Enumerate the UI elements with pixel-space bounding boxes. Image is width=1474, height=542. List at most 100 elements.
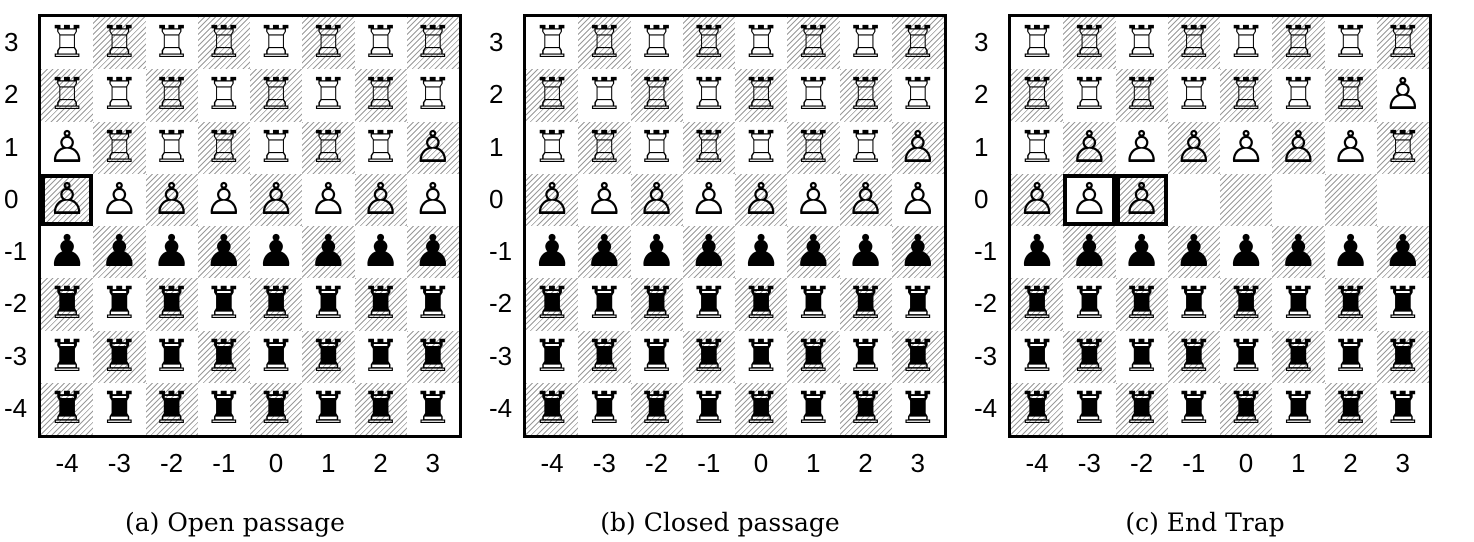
black-rook-icon: ♜ xyxy=(99,382,140,434)
white-pawn-icon: ♙ xyxy=(308,173,349,225)
white-rook-icon: ♖ xyxy=(1174,69,1214,121)
file-label: 0 xyxy=(1238,448,1254,478)
black-pawn-icon: ♟ xyxy=(308,226,349,278)
black-rook-icon: ♜ xyxy=(308,330,349,382)
board-square: ♖ xyxy=(735,17,788,70)
black-pawn-icon: ♟ xyxy=(898,226,938,278)
black-rook-icon: ♜ xyxy=(793,278,834,330)
board-square: ♟ xyxy=(578,226,631,279)
board-square: ♜ xyxy=(839,330,892,383)
white-pawn-icon: ♙ xyxy=(898,173,938,225)
board-square: ♖ xyxy=(93,69,146,122)
board-square: ♟ xyxy=(526,226,579,279)
black-rook-icon: ♜ xyxy=(360,382,401,434)
rank-label: -2 xyxy=(974,288,998,319)
black-pawn-icon: ♟ xyxy=(1017,226,1057,278)
board-square: ♖ xyxy=(354,121,407,174)
board-square xyxy=(1220,173,1273,226)
white-pawn-icon: ♙ xyxy=(741,173,781,225)
board-square: ♟ xyxy=(682,226,735,279)
board-square: ♖ xyxy=(145,69,198,122)
board-square: ♖ xyxy=(93,17,146,70)
rank-label: 1 xyxy=(4,131,19,162)
white-pawn-icon: ♙ xyxy=(1121,121,1162,173)
file-label: 2 xyxy=(373,448,388,478)
black-rook-icon: ♜ xyxy=(532,330,572,382)
black-pawn-icon: ♟ xyxy=(532,226,572,278)
white-pawn-icon: ♙ xyxy=(1383,69,1423,121)
black-rook-icon: ♜ xyxy=(1069,382,1110,434)
board-square: ♙ xyxy=(1063,121,1116,174)
board-square: ♜ xyxy=(630,278,683,331)
black-rook-icon: ♜ xyxy=(1226,330,1266,382)
board-square: ♖ xyxy=(250,69,303,122)
black-pawn-icon: ♟ xyxy=(741,226,781,278)
file-label: 0 xyxy=(753,448,769,478)
board-square: ♜ xyxy=(302,330,355,383)
white-pawn-icon: ♙ xyxy=(898,121,938,173)
rank-label: -2 xyxy=(4,288,28,319)
file-label: -4 xyxy=(55,448,79,478)
board-square: ♜ xyxy=(145,382,198,435)
board-square: ♙ xyxy=(1011,173,1064,226)
board-square: ♙ xyxy=(735,173,788,226)
white-pawn-icon: ♙ xyxy=(1069,121,1110,173)
white-rook-icon: ♖ xyxy=(636,121,677,173)
rank-label: 0 xyxy=(974,183,989,214)
white-rook-icon: ♖ xyxy=(1278,69,1319,121)
board-square: ♖ xyxy=(578,69,631,122)
white-rook-icon: ♖ xyxy=(204,121,244,173)
board-square: ♟ xyxy=(1220,226,1273,279)
white-pawn-icon: ♙ xyxy=(1017,173,1057,225)
black-rook-icon: ♜ xyxy=(898,382,938,434)
board-square: ♜ xyxy=(406,382,459,435)
file-label: 3 xyxy=(1395,448,1410,478)
black-rook-icon: ♜ xyxy=(898,278,938,330)
black-rook-icon: ♜ xyxy=(360,278,401,330)
board-square: ♜ xyxy=(891,278,944,331)
black-pawn-icon: ♟ xyxy=(151,226,192,278)
black-pawn-icon: ♟ xyxy=(1174,226,1214,278)
board-square: ♟ xyxy=(735,226,788,279)
board-square: ♜ xyxy=(1324,330,1377,383)
board-square: ♟ xyxy=(839,226,892,279)
black-rook-icon: ♜ xyxy=(1226,278,1266,330)
board-square: ♖ xyxy=(302,69,355,122)
black-rook-icon: ♜ xyxy=(1383,330,1423,382)
board-square: ♜ xyxy=(735,278,788,331)
board-square: ♖ xyxy=(630,69,683,122)
file-label: -1 xyxy=(697,448,721,478)
board-square: ♜ xyxy=(578,330,631,383)
board-square: ♟ xyxy=(1324,226,1377,279)
black-rook-icon: ♜ xyxy=(741,330,781,382)
black-rook-icon: ♜ xyxy=(413,330,453,382)
black-pawn-icon: ♟ xyxy=(360,226,401,278)
board-square: ♜ xyxy=(578,382,631,435)
file-label: 0 xyxy=(268,448,284,478)
white-rook-icon: ♖ xyxy=(845,17,886,69)
white-rook-icon: ♖ xyxy=(584,17,625,69)
white-rook-icon: ♖ xyxy=(898,17,938,69)
white-rook-icon: ♖ xyxy=(741,17,781,69)
board-square: ♖ xyxy=(578,17,631,70)
file-label: 3 xyxy=(910,448,925,478)
board-square: ♜ xyxy=(1376,278,1429,331)
white-rook-icon: ♖ xyxy=(898,69,938,121)
board-square: ♜ xyxy=(1011,382,1064,435)
white-pawn-icon: ♙ xyxy=(1069,173,1110,225)
black-rook-icon: ♜ xyxy=(636,382,677,434)
black-rook-icon: ♜ xyxy=(308,382,349,434)
board-square: ♜ xyxy=(354,330,407,383)
board-square: ♜ xyxy=(197,382,250,435)
black-rook-icon: ♜ xyxy=(99,278,140,330)
board-square: ♙ xyxy=(891,173,944,226)
board-square: ♜ xyxy=(891,330,944,383)
black-rook-icon: ♜ xyxy=(151,382,192,434)
black-pawn-icon: ♟ xyxy=(845,226,886,278)
black-rook-icon: ♜ xyxy=(845,278,886,330)
white-rook-icon: ♖ xyxy=(256,17,296,69)
white-rook-icon: ♖ xyxy=(99,17,140,69)
board-square: ♟ xyxy=(302,226,355,279)
board-square: ♜ xyxy=(41,330,94,383)
